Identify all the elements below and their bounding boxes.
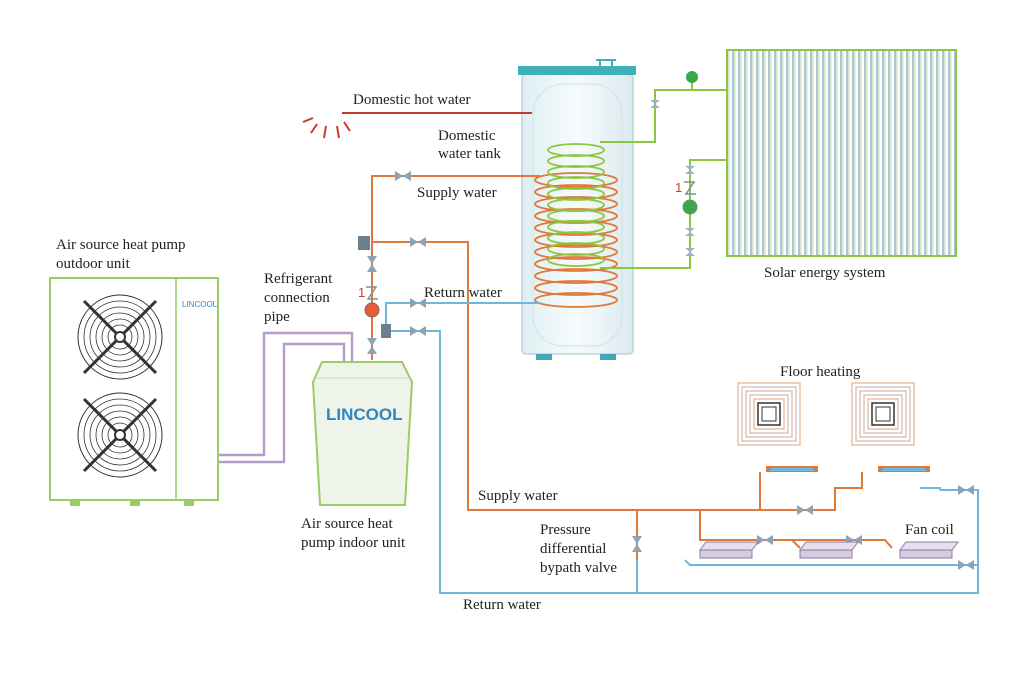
label-refrigerant-3: pipe [264, 309, 290, 325]
heat-pump-coil [534, 172, 618, 308]
tap-spray-icon [302, 117, 351, 139]
label-indoor-unit-1: Air source heat [301, 516, 393, 532]
svg-text:1: 1 [358, 285, 365, 300]
fan-icon [77, 294, 163, 380]
svg-text:1: 1 [675, 180, 682, 195]
labels: Domestic hot water Domestic water tank S… [56, 92, 954, 613]
label-outdoor-unit-1: Air source heat pump [56, 237, 186, 253]
label-solar-energy-system: Solar energy system [764, 265, 886, 281]
label-indoor-unit-2: pump indoor unit [301, 535, 406, 551]
label-supply-water-bottom: Supply water [478, 488, 558, 504]
label-refrigerant-1: Refrigerant [264, 271, 333, 287]
floor-heating-panel [851, 382, 930, 472]
outdoor-unit: LINCOOL [49, 277, 219, 506]
label-domestic-water-tank-2: water tank [438, 146, 501, 162]
return-pipes [385, 302, 979, 594]
label-supply-water-top: Supply water [417, 185, 497, 201]
fan-coil-unit [899, 541, 959, 559]
valves [367, 171, 974, 570]
pipe-tees [358, 236, 391, 338]
label-floor-heating: Floor heating [780, 364, 861, 380]
solar-loop-fittings: 1 [650, 71, 698, 256]
indoor-unit-logo: LINCOOL [326, 405, 403, 424]
label-pressure-2: differential [540, 541, 606, 557]
solar-coil [547, 143, 605, 267]
fan-coil-unit [699, 541, 759, 559]
domestic-hot-water-pipe [302, 112, 532, 139]
label-return-water-mid: Return water [424, 285, 502, 301]
label-pressure-3: bypath valve [540, 560, 617, 576]
label-outdoor-unit-2: outdoor unit [56, 256, 131, 272]
fan-icon [77, 392, 163, 478]
label-refrigerant-2: connection [264, 290, 330, 306]
outdoor-unit-logo: LINCOOL [182, 300, 218, 309]
label-domestic-water-tank-1: Domestic [438, 128, 496, 144]
label-domestic-hot-water: Domestic hot water [353, 92, 470, 108]
indoor-unit: LINCOOL [311, 361, 414, 506]
label-fan-coil: Fan coil [905, 522, 954, 538]
circulation-pump: 1 [358, 285, 380, 318]
fan-coil-unit [799, 541, 859, 559]
solar-panel [726, 49, 957, 257]
label-pressure-1: Pressure [540, 522, 591, 538]
label-return-water-bottom: Return water [463, 597, 541, 613]
floor-heating-panel [737, 382, 818, 472]
refrigerant-pipes [218, 331, 354, 464]
